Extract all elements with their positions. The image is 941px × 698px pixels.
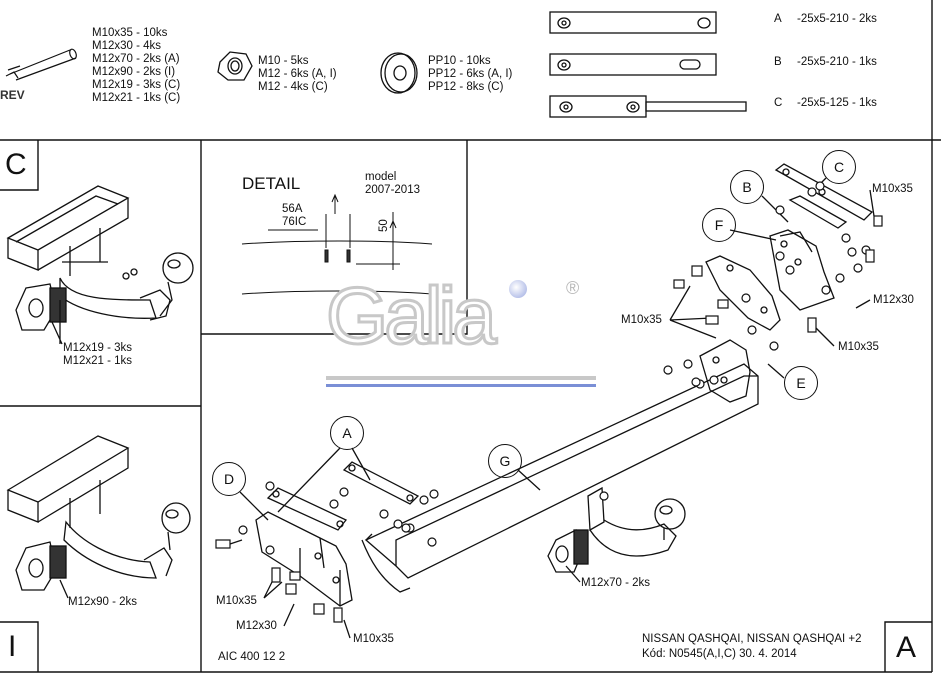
- panel-c-label2: M12x21 - 1ks: [63, 355, 133, 367]
- callout-d-label: D: [223, 471, 235, 487]
- bolt-label-m10x35-mid: M10x35: [838, 341, 879, 353]
- callout-f-label: F: [714, 217, 724, 233]
- washer-spec: PP10 - 10ks: [428, 55, 491, 67]
- corner-letter-a: A: [896, 631, 917, 664]
- callout-g-label: G: [499, 453, 511, 469]
- plate-b-letter: B: [774, 56, 782, 68]
- washer-spec: PP12 - 6ks (A, I): [428, 68, 513, 80]
- plate-c-letter: C: [774, 97, 783, 109]
- bolt-spec: M12x70 - 2ks (A): [92, 53, 180, 65]
- panel-i-letter: I: [8, 630, 17, 663]
- nuts-list: M10 - 5ks M12 - 6ks (A, I) M12 - 4ks (C): [258, 55, 337, 94]
- panel-c-label1: M12x19 - 3ks: [63, 342, 133, 354]
- bolt-spec: M10x35 - 10ks: [92, 27, 168, 39]
- bolt-spec: M12x90 - 2ks (I): [92, 66, 176, 78]
- bolt-label-m12x70: M12x70 - 2ks: [581, 577, 651, 589]
- vehicle-model: NISSAN QASHQAI, NISSAN QASHQAI +2: [642, 633, 862, 645]
- galia-logo: Galia ®: [325, 271, 596, 387]
- detail-model-label: model: [365, 171, 397, 183]
- plate-b-spec: -25x5-210 - 1ks: [797, 56, 877, 68]
- nut-spec: M12 - 4ks (C): [258, 81, 328, 93]
- panel-c-letter: C: [5, 148, 27, 181]
- kod-date: Kód: N0545(A,I,C) 30. 4. 2014: [642, 648, 797, 660]
- callout-g: G: [488, 444, 522, 478]
- logo-text: Galia: [325, 271, 499, 360]
- panel-i-label: M12x90 - 2ks: [68, 596, 138, 608]
- bolt-label-m10x35-bottom: M10x35: [353, 633, 394, 645]
- nut-spec: M12 - 6ks (A, I): [258, 68, 337, 80]
- logo-dot-icon: [509, 280, 527, 298]
- callout-d: D: [212, 462, 246, 496]
- bolt-label-m10x35-bottom-left: M10x35: [216, 595, 257, 607]
- logo-underline-blue: [326, 384, 596, 387]
- callout-e-label: E: [796, 375, 806, 391]
- detail-model-years: 2007-2013: [365, 184, 420, 196]
- bolt-spec: M12x19 - 3ks (C): [92, 79, 181, 91]
- callout-a: A: [330, 416, 364, 450]
- callout-c-label: C: [833, 159, 845, 175]
- logo-underline-gray: [326, 376, 596, 380]
- detail-code1: 56A: [282, 203, 303, 215]
- bolt-label-m12x30-right: M12x30: [873, 294, 914, 306]
- plate-a-spec: -25x5-210 - 2ks: [797, 13, 877, 25]
- callout-c: C: [822, 150, 856, 184]
- callout-f: F: [702, 208, 736, 242]
- bolt-label-m10x35-top: M10x35: [872, 183, 913, 195]
- washers-list: PP10 - 10ks PP12 - 6ks (A, I) PP12 - 8ks…: [428, 55, 512, 94]
- detail-code2: 76IC: [282, 216, 307, 228]
- bolt-spec: M12x30 - 4ks: [92, 40, 162, 52]
- plate-a-letter: A: [774, 13, 782, 25]
- detail-title: DETAIL: [242, 174, 301, 193]
- bolt-label-m12x30-bottom: M12x30: [236, 620, 277, 632]
- bolt-spec: M12x21 - 1ks (C): [92, 92, 181, 104]
- callout-b: B: [730, 170, 764, 204]
- bolt-label-m10x35-left: M10x35: [621, 314, 662, 326]
- callout-e: E: [784, 366, 818, 400]
- drawing-code: AIC 400 12 2: [218, 651, 286, 663]
- callout-a-label: A: [342, 425, 352, 441]
- washer-spec: PP12 - 8ks (C): [428, 81, 504, 93]
- callout-b-label: B: [742, 179, 752, 195]
- nut-spec: M10 - 5ks: [258, 55, 309, 67]
- plate-c-spec: -25x5-125 - 1ks: [797, 97, 877, 109]
- rev-label: REV: [0, 88, 25, 102]
- bolts-list: M10x35 - 10ks M12x30 - 4ks M12x70 - 2ks …: [92, 27, 180, 105]
- registered-mark: ®: [566, 278, 580, 298]
